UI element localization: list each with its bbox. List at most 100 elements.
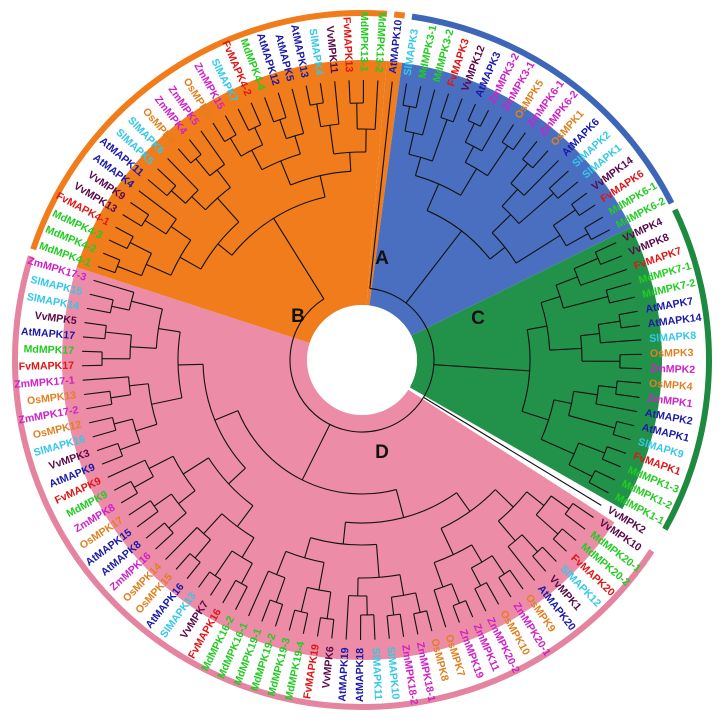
branch [584,216,604,229]
branch [465,141,483,152]
branch [310,102,324,106]
branch [326,591,332,619]
branch [510,163,529,184]
branch [532,555,547,572]
branch [273,218,325,300]
branch [188,139,202,155]
branch [423,396,602,506]
branch [402,83,408,106]
branch [101,455,123,465]
branch [470,567,482,586]
branch [609,296,635,304]
branch [421,89,436,136]
branch [375,544,380,578]
branch [146,263,172,276]
branch [404,106,411,132]
branch [178,363,204,366]
branch [235,586,248,611]
branch [373,614,376,640]
branch [415,86,422,108]
branch [224,115,237,136]
branch [557,181,579,199]
branch [130,481,139,494]
branch [485,582,500,605]
branch [491,555,505,575]
branch [578,204,596,216]
branch [209,571,222,580]
branch [584,227,592,240]
branch [216,169,231,188]
branch [532,150,549,169]
branch [301,424,331,481]
branch [616,420,635,427]
branch [240,144,263,157]
branch [288,609,296,631]
branch [145,522,165,539]
branch [155,532,174,550]
branch [304,537,312,559]
branch [550,495,570,510]
branch [205,187,231,211]
branch [471,555,493,569]
branch [571,204,580,216]
branch [615,393,640,398]
leaf-label: ZmMPK2 [650,363,696,376]
clade-ring-c [662,208,712,531]
branch [254,127,264,146]
branch [194,539,211,559]
branch [540,399,555,440]
branch [402,104,417,109]
branch [198,571,211,588]
branch [494,489,514,508]
branch [572,502,594,518]
branch [251,149,263,170]
branch [86,403,112,410]
branch [507,534,523,548]
branch [555,284,564,309]
branch [177,331,183,398]
leaf-label: OsMPK4 [649,378,694,394]
leaf-label: VvMPK6 [320,646,337,690]
branch [229,137,242,157]
branch [515,234,561,264]
branch [440,93,450,118]
branch [170,226,192,241]
branch [107,459,146,478]
branch [595,385,600,404]
branch [191,196,206,211]
leaf-label: AtMAPK18 [354,648,366,702]
branch [319,83,324,103]
branch [399,574,405,596]
branch [617,380,642,384]
branch [129,242,152,254]
branch [600,339,642,344]
leaf-label: AtMAPK19 [336,647,351,702]
branch [217,243,233,256]
branch [595,242,617,253]
branch [606,446,627,454]
branch [507,546,536,581]
branch [405,230,462,304]
center-hole [307,305,417,415]
branch [305,85,311,106]
branch [86,307,111,314]
branch [110,394,131,399]
branch [564,513,586,530]
branch [151,397,183,405]
branch [240,563,253,584]
branch [578,442,606,454]
branch [144,219,167,235]
branch [130,202,150,216]
branch [618,310,638,316]
branch [302,613,309,634]
branch [92,429,116,438]
branch [474,588,487,612]
branch [451,583,460,604]
branch [82,376,129,381]
branch [135,423,158,432]
branch [568,464,593,478]
branch [264,97,275,123]
branch [157,168,177,187]
branch [178,490,196,505]
